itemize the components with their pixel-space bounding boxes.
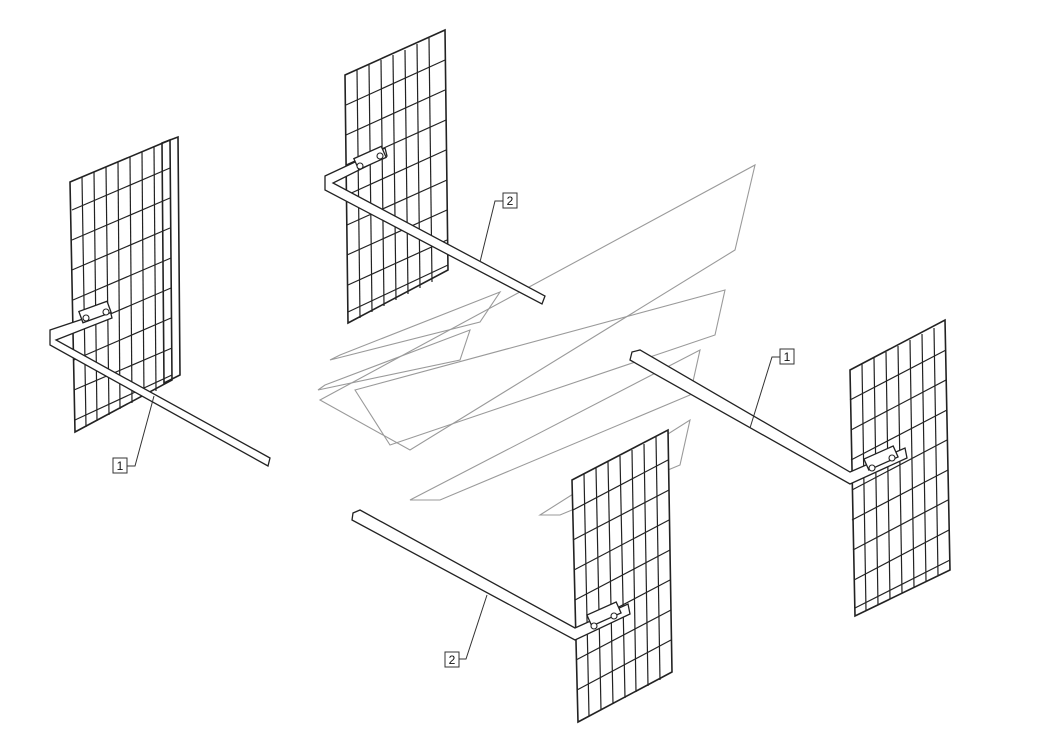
mesh-guard-bottom — [351, 428, 673, 724]
svg-text:1: 1 — [117, 459, 124, 473]
callout-bottom-2: 2 — [444, 594, 488, 668]
callout-top-2: 2 — [479, 192, 518, 263]
svg-text:2: 2 — [507, 194, 514, 208]
svg-text:1: 1 — [784, 350, 791, 364]
callout-left-1: 1 — [112, 395, 155, 474]
mesh-guard-left — [49, 135, 271, 467]
mesh-guard-right — [629, 318, 951, 618]
callout-right-1: 1 — [749, 348, 795, 429]
svg-text:2: 2 — [449, 653, 456, 667]
mesh-guard-top — [324, 28, 546, 325]
